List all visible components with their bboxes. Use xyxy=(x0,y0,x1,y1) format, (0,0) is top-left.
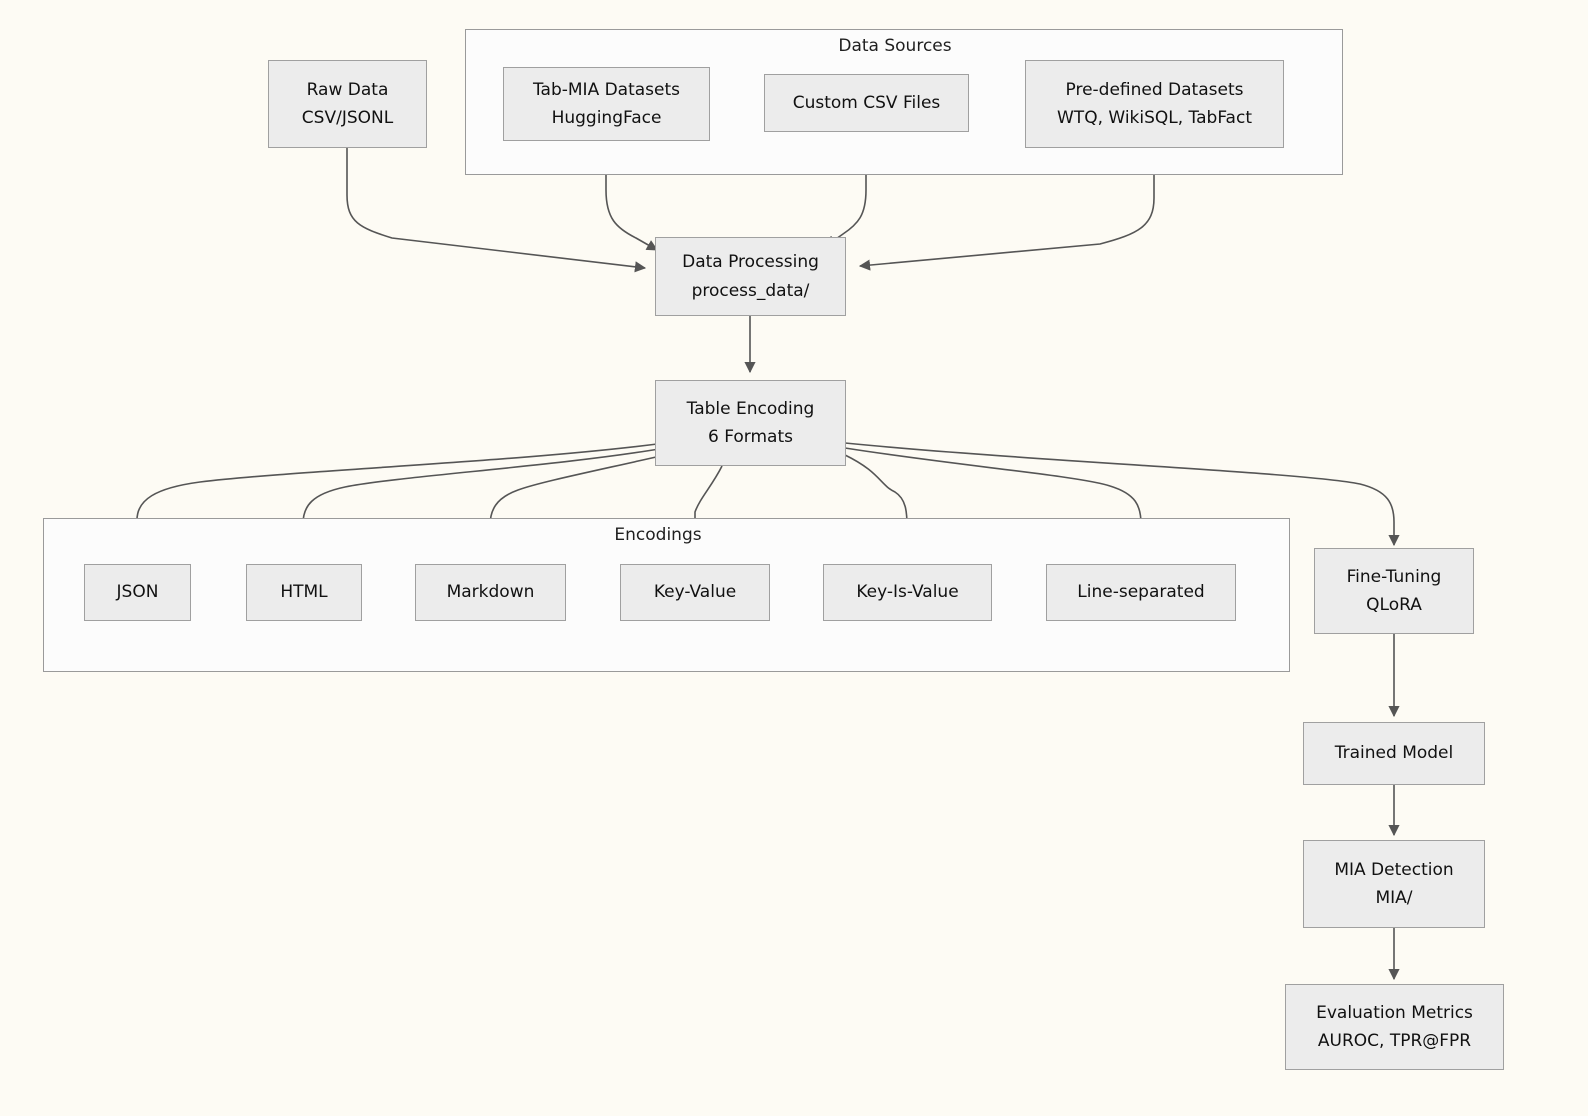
node-mia-detection[interactable]: MIA Detection MIA/ xyxy=(1303,840,1485,928)
node-fine-tuning-line1: Fine-Tuning xyxy=(1346,566,1442,587)
node-mia-detection-line1: MIA Detection xyxy=(1334,859,1454,880)
node-encoding-json-label: JSON xyxy=(116,582,159,603)
node-predefined-datasets-line1: Pre-defined Datasets xyxy=(1065,79,1244,100)
node-data-processing[interactable]: Data Processing process_data/ xyxy=(655,237,846,316)
node-encoding-html[interactable]: HTML xyxy=(246,564,362,621)
node-predefined-datasets-line2: WTQ, WikiSQL, TabFact xyxy=(1057,108,1252,128)
node-custom-csv-files[interactable]: Custom CSV Files xyxy=(764,74,969,132)
node-encoding-key-is-value-label: Key-Is-Value xyxy=(856,582,959,603)
node-encoding-key-is-value[interactable]: Key-Is-Value xyxy=(823,564,992,621)
node-fine-tuning[interactable]: Fine-Tuning QLoRA xyxy=(1314,548,1474,634)
node-data-processing-line2: process_data/ xyxy=(691,280,810,301)
node-encoding-key-value[interactable]: Key-Value xyxy=(620,564,770,621)
node-mia-detection-line2: MIA/ xyxy=(1375,888,1413,908)
node-encoding-key-value-label: Key-Value xyxy=(653,582,737,603)
node-trained-model[interactable]: Trained Model xyxy=(1303,722,1485,785)
node-trained-model-label: Trained Model xyxy=(1334,743,1454,764)
node-tab-mia-datasets-line2: HuggingFace xyxy=(551,108,662,128)
cluster-data-sources-label: Data Sources xyxy=(838,36,952,56)
node-evaluation-metrics-line2: AUROC, TPR@FPR xyxy=(1317,1031,1472,1051)
node-table-encoding-line2: 6 Formats xyxy=(708,427,793,447)
node-custom-csv-files-line1: Custom CSV Files xyxy=(792,92,941,113)
node-encoding-markdown[interactable]: Markdown xyxy=(415,564,566,621)
node-table-encoding-line1: Table Encoding xyxy=(686,398,815,419)
cluster-encodings-label: Encodings xyxy=(614,525,702,545)
node-raw-data[interactable]: Raw Data CSV/JSONL xyxy=(268,60,427,148)
node-tab-mia-datasets[interactable]: Tab-MIA Datasets HuggingFace xyxy=(503,67,710,141)
node-evaluation-metrics-line1: Evaluation Metrics xyxy=(1316,1002,1473,1023)
node-evaluation-metrics[interactable]: Evaluation Metrics AUROC, TPR@FPR xyxy=(1285,984,1504,1070)
node-encoding-html-label: HTML xyxy=(280,582,328,603)
node-encoding-json[interactable]: JSON xyxy=(84,564,191,621)
node-encoding-markdown-label: Markdown xyxy=(446,582,535,603)
node-predefined-datasets[interactable]: Pre-defined Datasets WTQ, WikiSQL, TabFa… xyxy=(1025,60,1284,148)
node-encoding-line-separated[interactable]: Line-separated xyxy=(1046,564,1236,621)
node-raw-data-line2: CSV/JSONL xyxy=(301,108,394,128)
node-data-processing-line1: Data Processing xyxy=(682,252,819,273)
node-raw-data-line1: Raw Data xyxy=(306,79,389,100)
node-tab-mia-datasets-line1: Tab-MIA Datasets xyxy=(532,79,681,100)
node-fine-tuning-line2: QLoRA xyxy=(1366,595,1422,615)
node-encoding-line-separated-label: Line-separated xyxy=(1077,582,1205,603)
node-table-encoding[interactable]: Table Encoding 6 Formats xyxy=(655,380,846,466)
